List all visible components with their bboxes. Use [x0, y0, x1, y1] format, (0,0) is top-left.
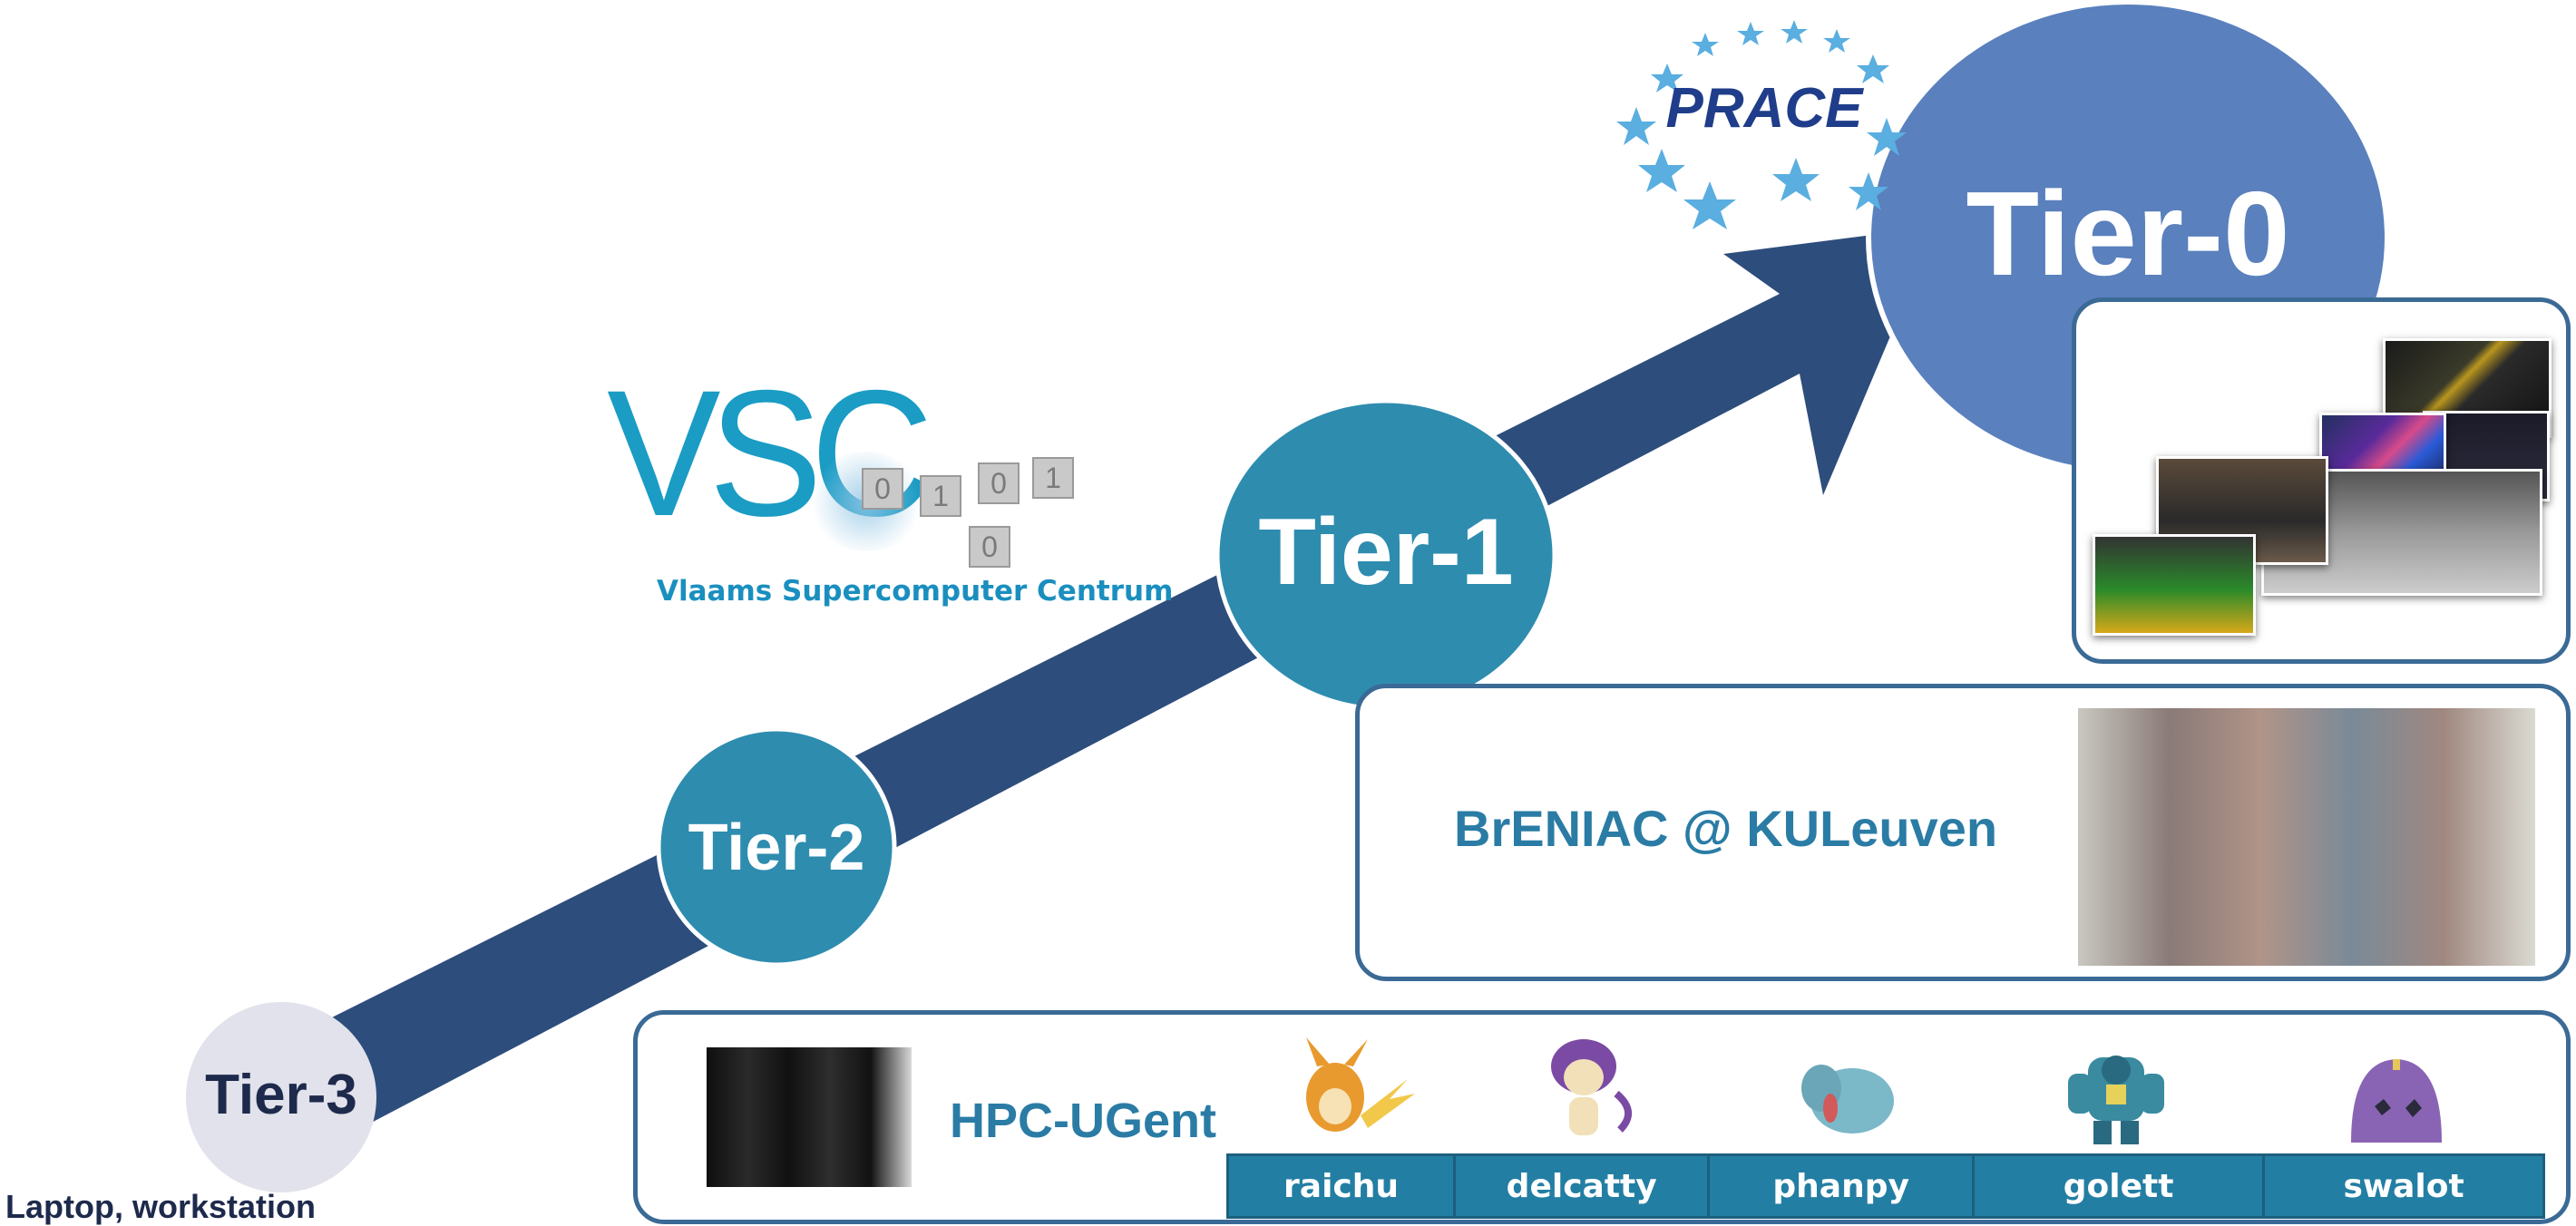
swalot-mascot-icon [2342, 1052, 2451, 1150]
breniac-photo [2078, 708, 2535, 966]
vsc-cube-4-digit: 1 [1045, 462, 1061, 494]
tier-0-panel [2072, 297, 2571, 664]
vsc-cube-5: 0 [969, 526, 1010, 568]
tier-2-label: Tier-2 [688, 812, 865, 884]
cluster-cell-golett: golett [1971, 1153, 2266, 1219]
tier-0-photo-6 [2093, 534, 2256, 636]
delcatty-mascot-icon [1529, 1012, 1647, 1148]
vsc-logo: VSC 0 1 0 1 0 Vlaams Supercomputer Centr… [599, 353, 1173, 617]
vsc-cube-5-digit: 0 [981, 530, 998, 563]
prace-text: PRACE [1665, 77, 1864, 140]
phanpy-mascot-icon [1796, 1052, 1905, 1143]
golett-mascot-icon [2057, 1034, 2175, 1152]
vsc-cube-2-digit: 1 [932, 480, 949, 512]
tier-0-label: Tier-0 [1966, 167, 2290, 300]
prace-logo: PRACE [1578, 0, 1923, 254]
cluster-row: raichu delcatty phanpy golett swalot [1225, 1153, 2545, 1219]
vsc-cube-1-digit: 0 [874, 472, 891, 505]
vsc-cube-3-digit: 0 [990, 467, 1007, 500]
vsc-cube-4: 1 [1032, 457, 1074, 499]
cluster-table: raichu delcatty phanpy golett swalot [1225, 1153, 2545, 1219]
growth-arrow [299, 227, 1937, 1128]
vsc-cube-3: 0 [978, 462, 1020, 504]
cluster-cell-phanpy: phanpy [1707, 1153, 1975, 1219]
cluster-cell-raichu: raichu [1225, 1153, 1457, 1219]
tier-3-label: Tier-3 [205, 1064, 357, 1126]
tier-1-label: Tier-1 [1258, 500, 1514, 605]
prace-stars-icon: PRACE [1616, 20, 1907, 229]
tier-3-circle [186, 1002, 376, 1192]
vsc-cube-1: 0 [862, 468, 903, 510]
tier-2-panel-title: HPC-UGent [950, 1094, 1216, 1148]
tier-2-circle [656, 726, 897, 968]
tier-1-panel-title: BrENIAC @ KULeuven [1454, 800, 1998, 857]
vsc-subtitle: Vlaams Supercomputer Centrum [657, 575, 1174, 608]
cluster-cell-delcatty: delcatty [1453, 1153, 1711, 1219]
tier-3-caption: Laptop, workstation [5, 1188, 316, 1225]
raichu-mascot-icon [1281, 1034, 1417, 1143]
vsc-cube-2: 1 [920, 475, 961, 517]
tier-1-panel: BrENIAC @ KULeuven [1355, 684, 2571, 981]
hpc-ugent-photo [707, 1047, 912, 1187]
cluster-cell-swalot: swalot [2262, 1153, 2545, 1219]
